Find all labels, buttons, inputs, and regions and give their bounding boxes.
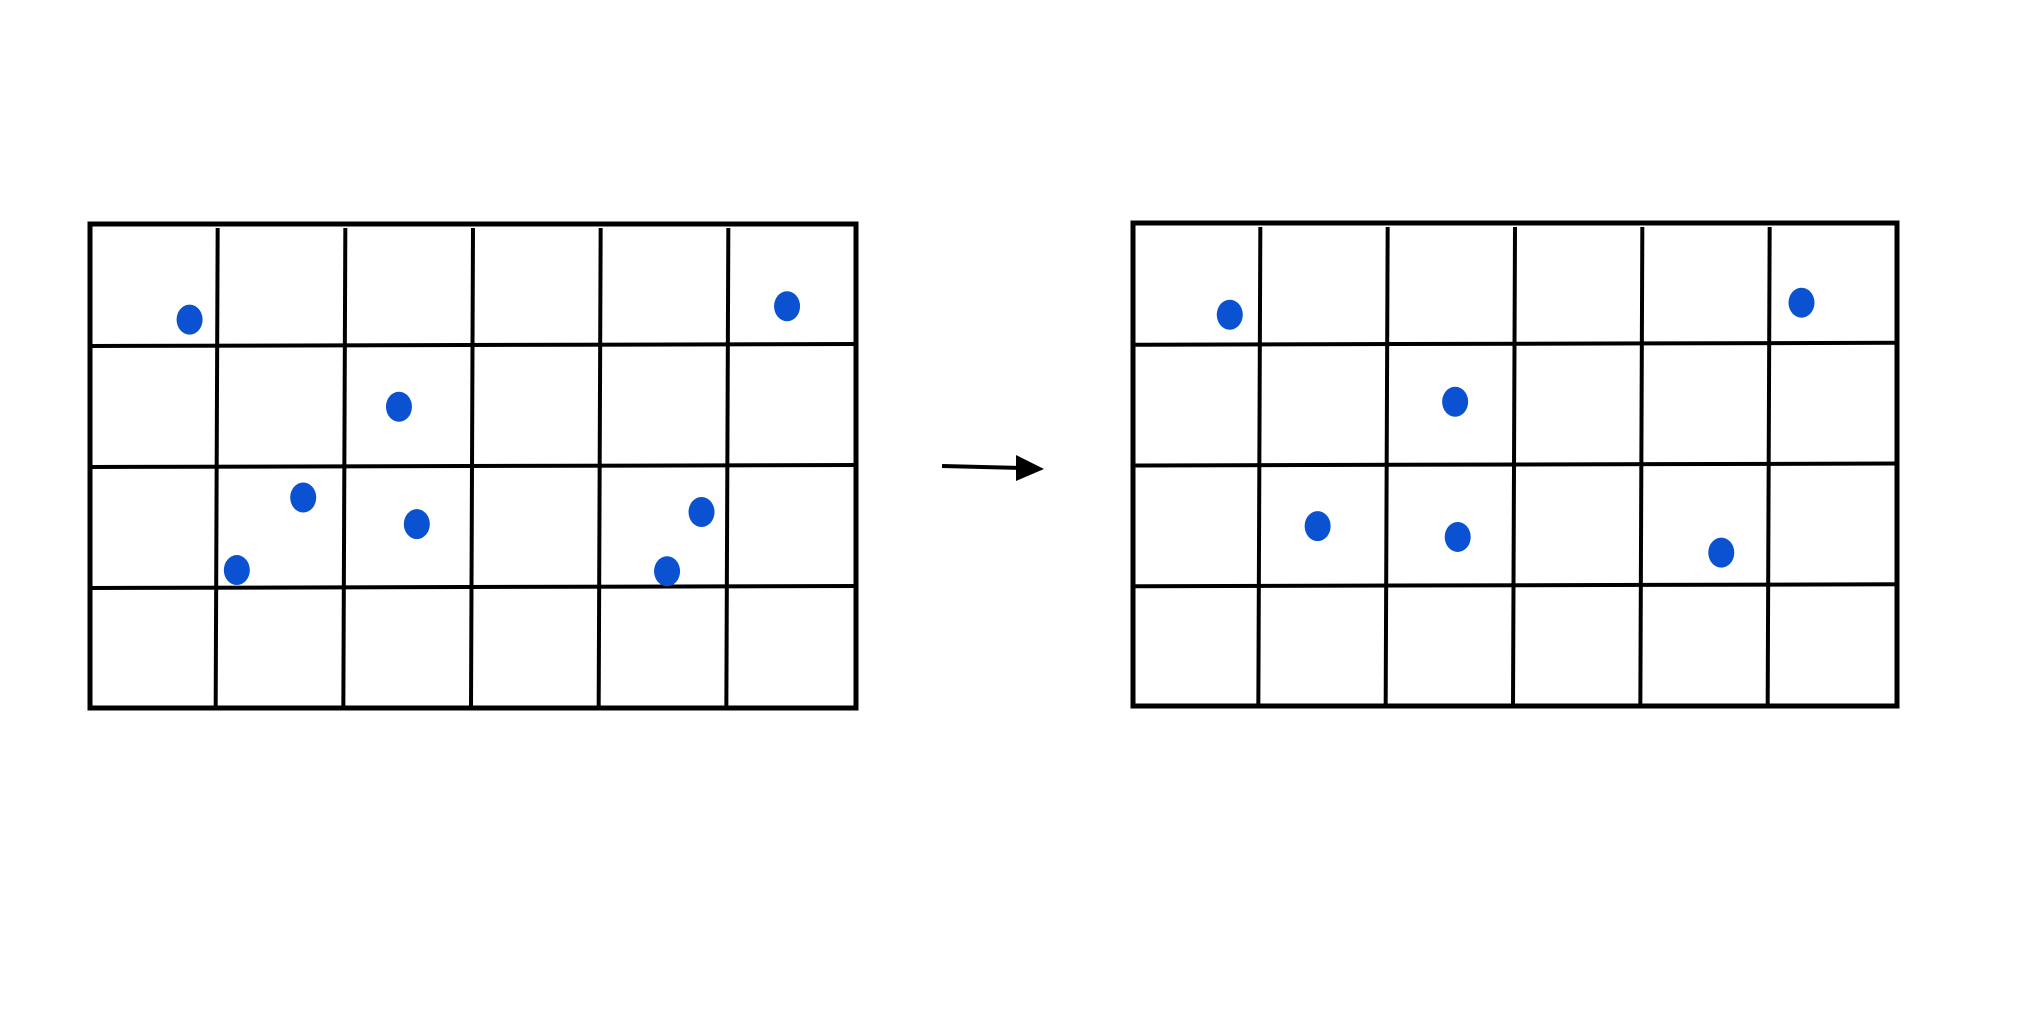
dot bbox=[1304, 511, 1331, 542]
transition-arrow bbox=[941, 455, 1044, 481]
grid-vertical-line bbox=[724, 227, 731, 709]
dot bbox=[290, 482, 317, 513]
grid-border bbox=[1130, 220, 1900, 709]
grid-after bbox=[1130, 220, 1900, 709]
dot bbox=[1444, 521, 1471, 552]
grid-vertical-line bbox=[1638, 226, 1645, 707]
dot bbox=[1708, 537, 1735, 568]
grid-vertical-line bbox=[1765, 226, 1772, 707]
grid-horizontal-line bbox=[89, 584, 859, 590]
dot bbox=[223, 555, 250, 586]
grid-horizontal-line bbox=[1132, 582, 1900, 589]
arrow-head-icon bbox=[1016, 455, 1044, 481]
grid-horizontal-line bbox=[1132, 461, 1900, 468]
grid-horizontal-line bbox=[89, 463, 859, 469]
dot bbox=[1788, 287, 1815, 318]
grid-before bbox=[87, 221, 859, 711]
dot bbox=[1216, 299, 1243, 330]
grid-horizontal-line bbox=[89, 342, 859, 348]
grid-horizontal-line bbox=[1132, 340, 1900, 347]
arrow-shaft bbox=[941, 464, 1023, 470]
dot bbox=[385, 391, 412, 422]
dot bbox=[654, 556, 681, 587]
grid-border bbox=[87, 221, 859, 711]
dot bbox=[176, 304, 203, 335]
dot bbox=[1442, 386, 1469, 417]
dot bbox=[403, 509, 430, 540]
dot bbox=[774, 291, 801, 322]
grid-vertical-line bbox=[596, 227, 603, 709]
dot bbox=[688, 496, 715, 527]
